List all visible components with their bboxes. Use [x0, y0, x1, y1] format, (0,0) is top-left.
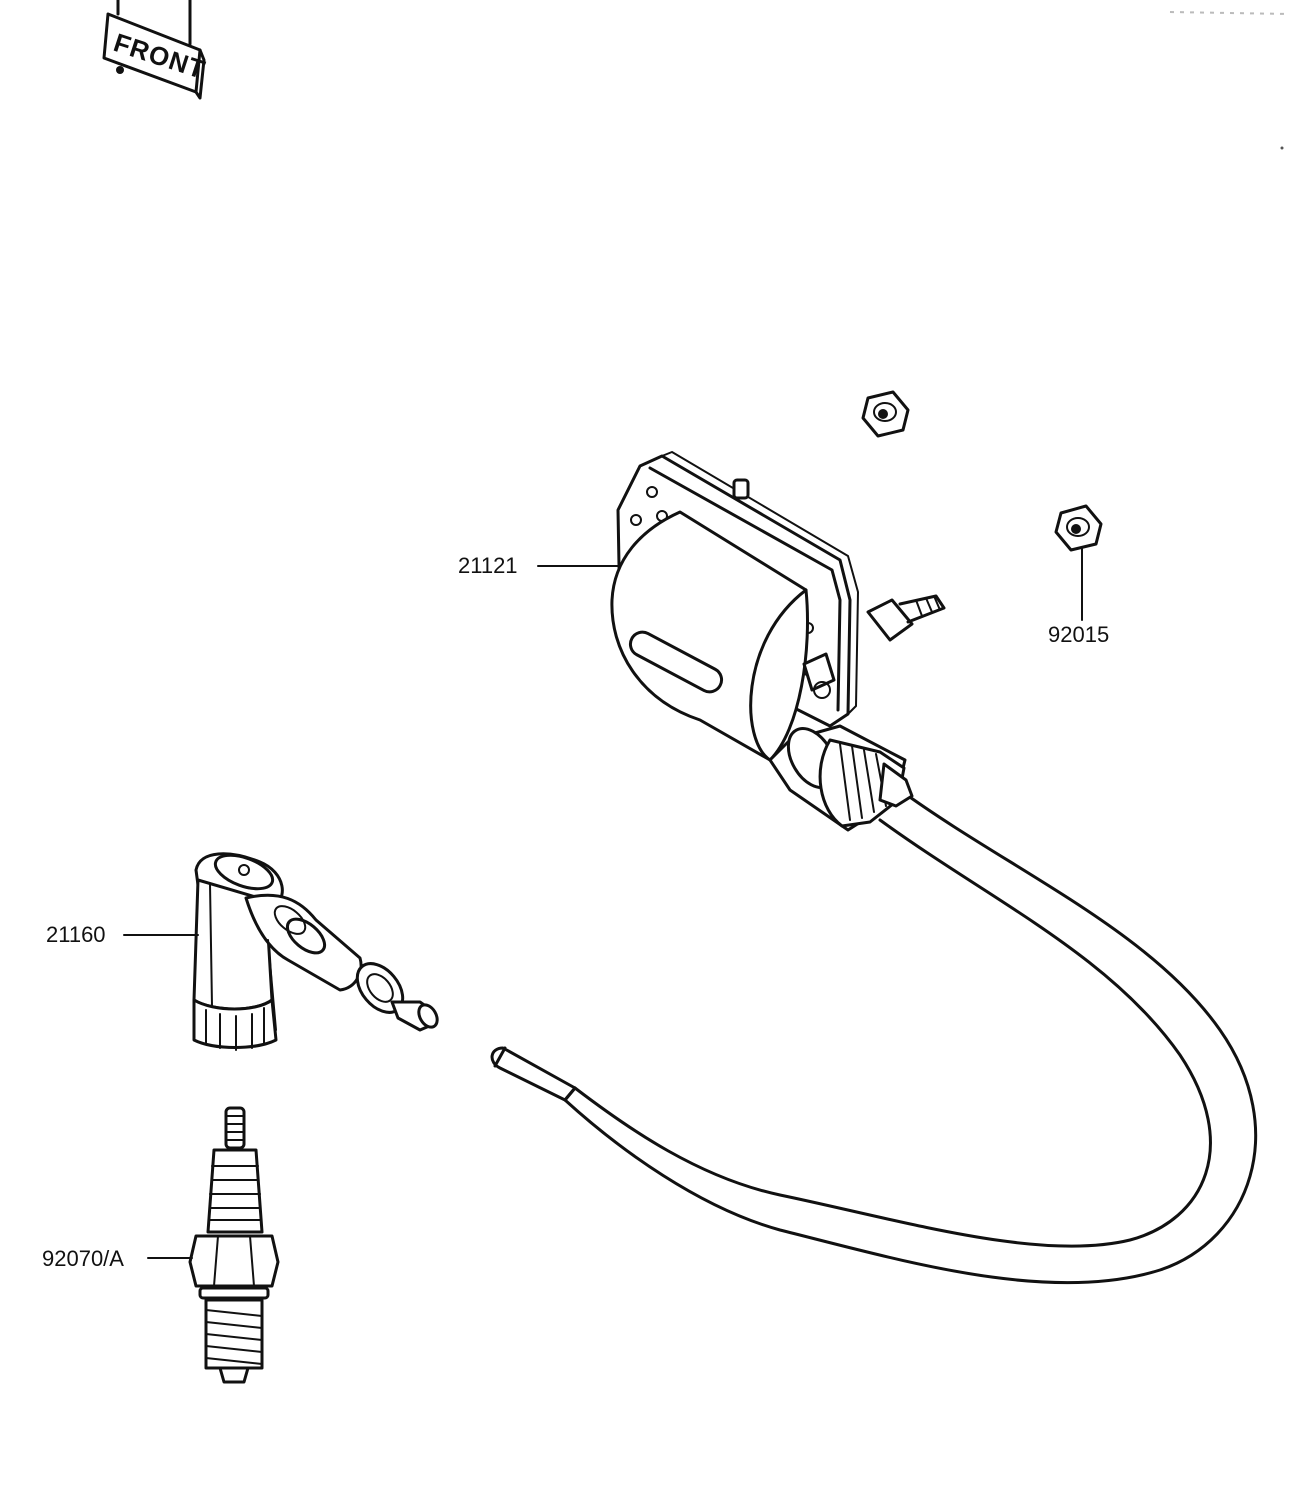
callout-21121: 21121 [458, 553, 518, 578]
nut-top [861, 390, 910, 438]
spark-plug [188, 1106, 280, 1384]
ignition-coil [610, 451, 946, 832]
front-badge: FRONT [102, 0, 209, 100]
ht-lead [490, 788, 1258, 1285]
callout-92015: 92015 [1048, 622, 1109, 647]
spark-plug-cap [192, 852, 439, 1051]
nut-right [1054, 504, 1103, 552]
callout-21160: 21160 [46, 922, 106, 947]
front-badge-dot [116, 66, 124, 74]
corner-marks [1169, 11, 1291, 150]
leader-lines [123, 547, 1083, 1259]
callout-92070-a: 92070/A [42, 1246, 124, 1271]
